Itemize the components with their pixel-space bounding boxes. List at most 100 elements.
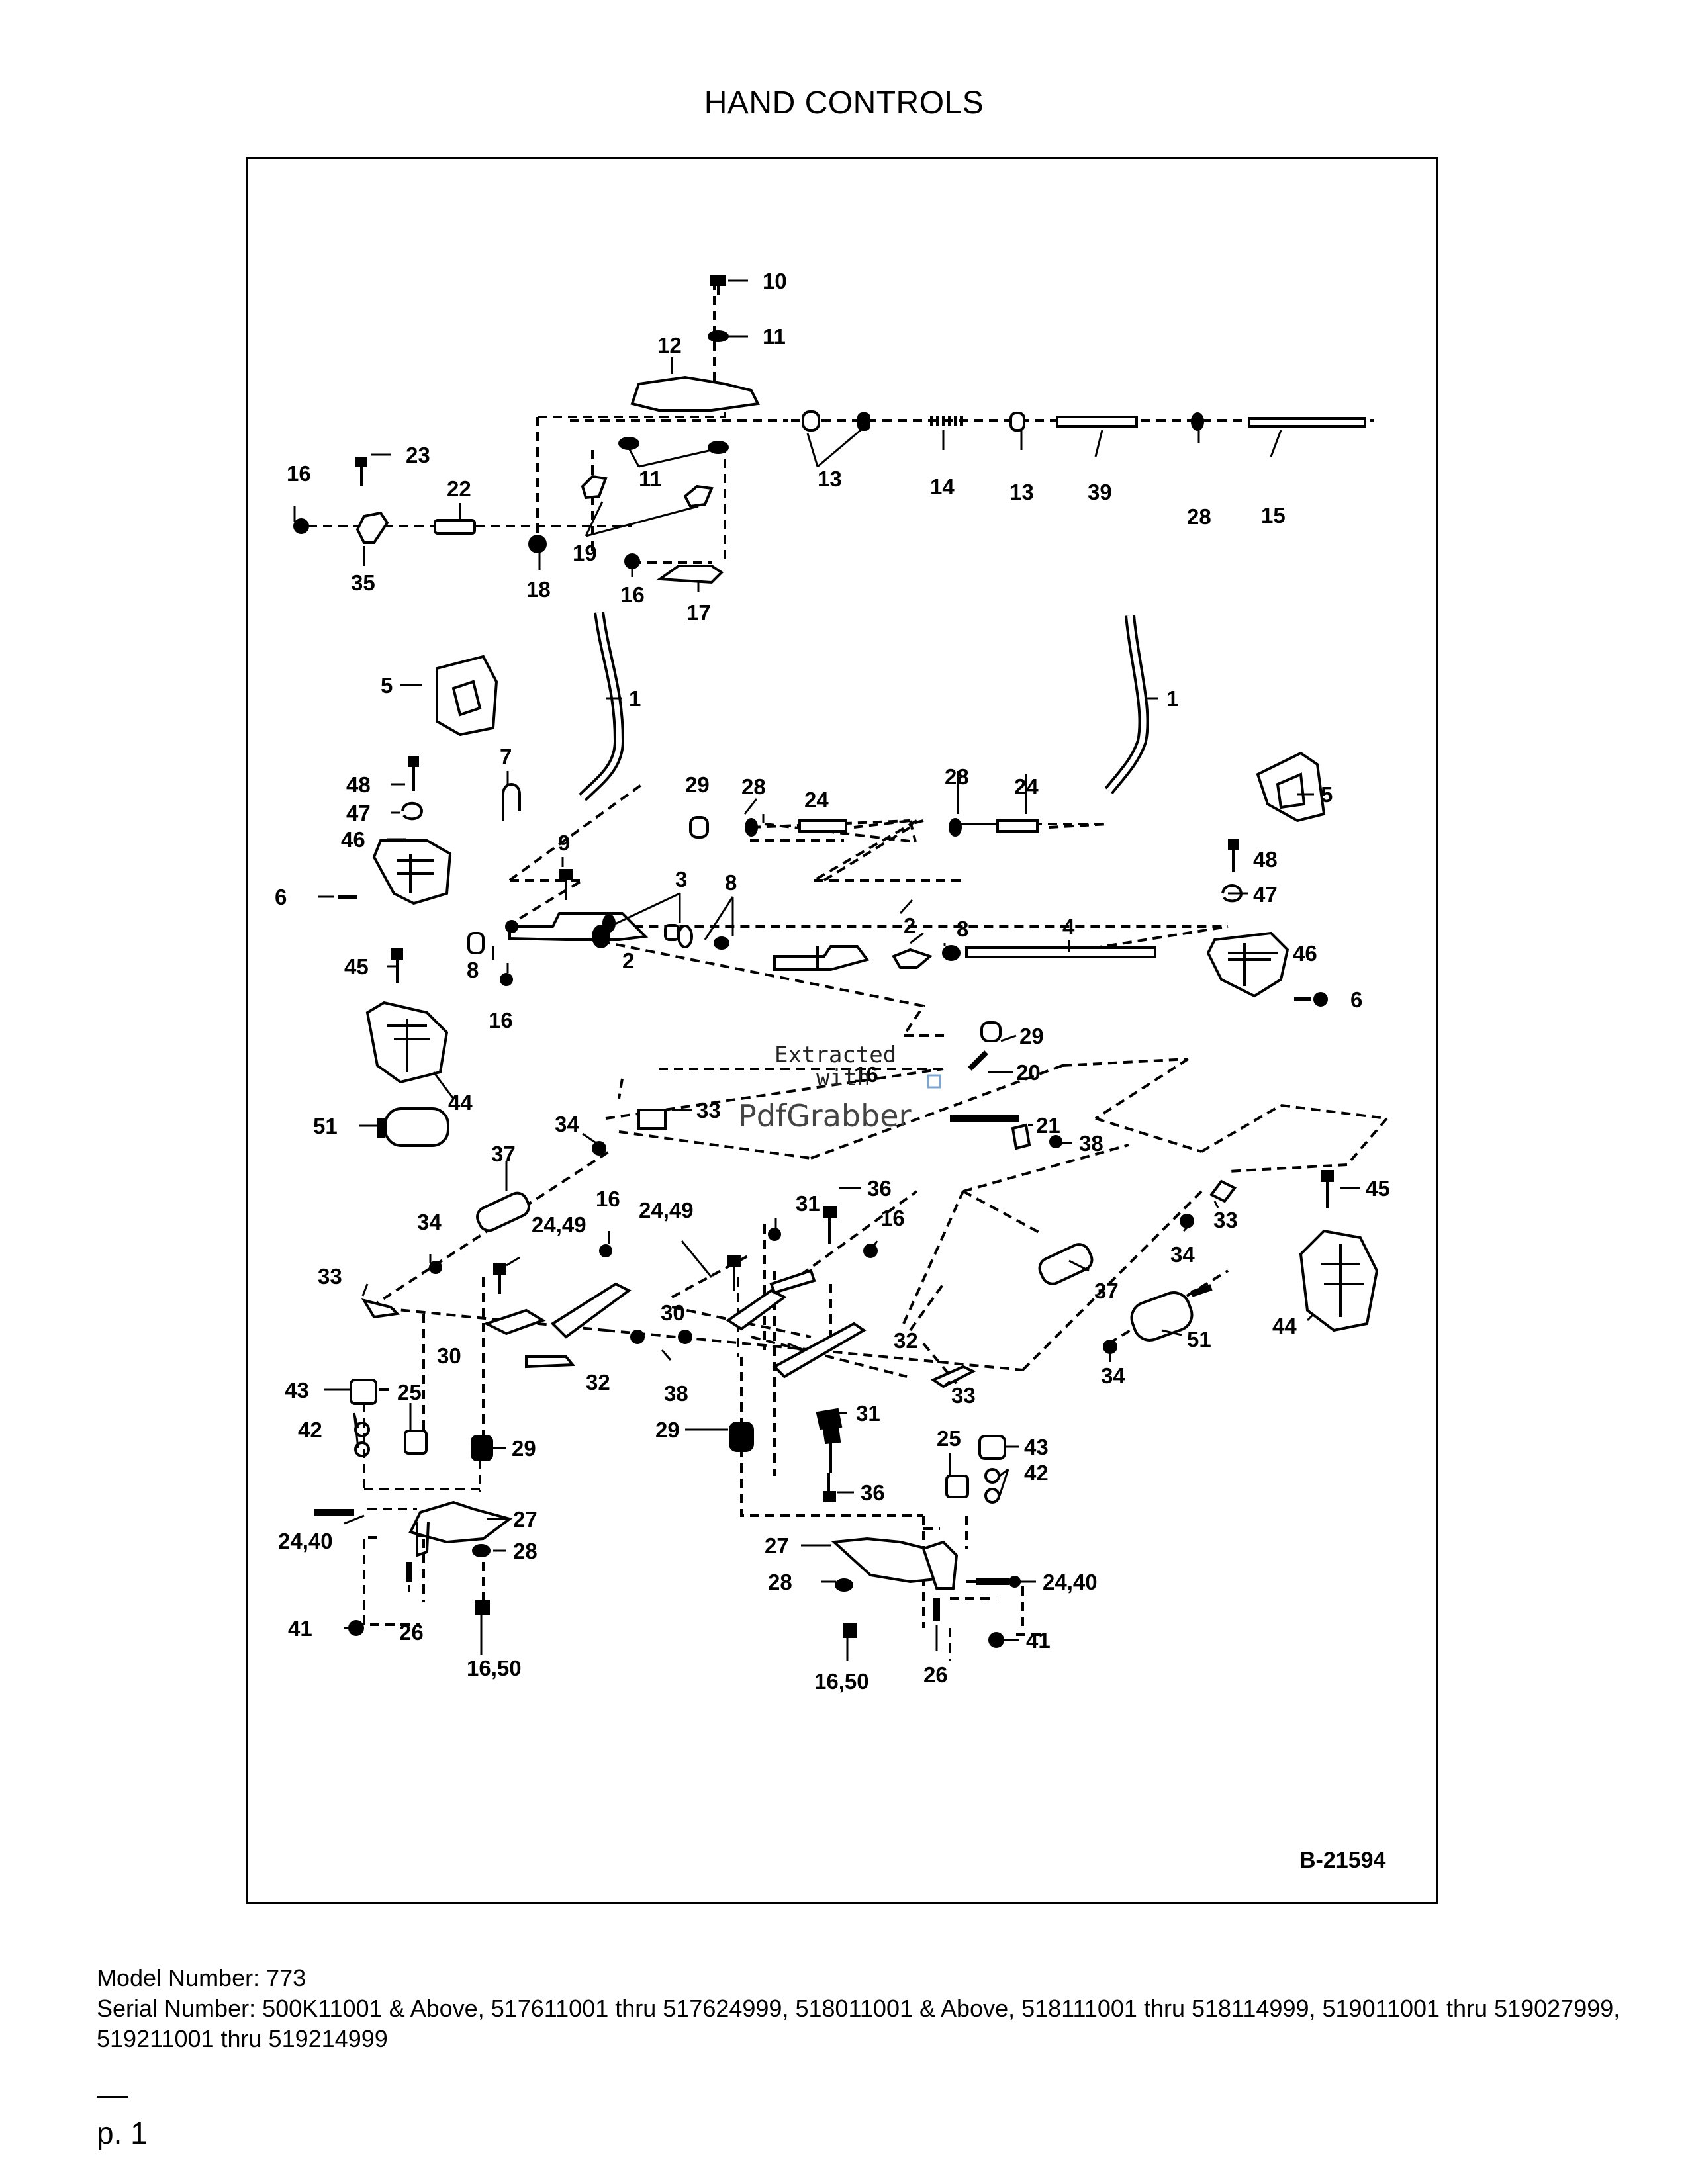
- callout-label: 38: [1079, 1131, 1103, 1156]
- callout-label: 11: [763, 324, 786, 349]
- callout-label: 31: [796, 1191, 820, 1216]
- callout-label: 41: [288, 1616, 312, 1641]
- callout-label: 22: [447, 477, 471, 501]
- callout-label: 12: [657, 333, 682, 357]
- callout-label: 44: [1272, 1314, 1297, 1338]
- watermark: Extracted with PdfGrabber: [738, 1042, 941, 1134]
- callout-label: 10: [763, 269, 787, 293]
- page-title: HAND CONTROLS: [704, 85, 984, 120]
- callout-label: 4: [1062, 915, 1075, 939]
- callout-label: 32: [586, 1370, 610, 1394]
- callout-label: 24: [1014, 774, 1039, 799]
- callout-label: 31: [856, 1401, 880, 1426]
- callout-label: 42: [1024, 1461, 1049, 1485]
- callout-label: 42: [298, 1418, 322, 1442]
- callout-label: 17: [686, 600, 711, 625]
- callout-label: 13: [1009, 480, 1034, 504]
- callout-label: 1: [1166, 686, 1178, 711]
- callout-label: 6: [1350, 987, 1362, 1012]
- callout-label: 2: [622, 948, 634, 973]
- callout-label: 8: [957, 917, 968, 941]
- callout-label: 16: [880, 1206, 905, 1230]
- callout-label: 6: [275, 885, 287, 909]
- callout-label: 24,40: [1043, 1570, 1098, 1594]
- callout-label: 51: [1187, 1327, 1211, 1351]
- callout-label: 16: [620, 582, 645, 607]
- callout-label: 5: [381, 673, 393, 698]
- callout-label: 38: [664, 1381, 688, 1406]
- callout-label: 15: [1261, 503, 1286, 527]
- footer-rule: [97, 2096, 128, 2098]
- callout-label: 34: [417, 1210, 442, 1234]
- callout-label: 8: [467, 958, 479, 982]
- callout-label: 28: [513, 1539, 538, 1563]
- callout-label: 47: [346, 801, 371, 825]
- exploded-view-drawing: 10 11 12 11 13 14 13 39 28 15 16 23 22 3…: [275, 269, 1390, 1873]
- callout-label: 48: [1253, 847, 1278, 872]
- callout-label: 18: [526, 577, 551, 602]
- callout-label: 13: [818, 467, 842, 491]
- callout-label: 37: [1094, 1279, 1119, 1303]
- callout-label: 34: [1101, 1363, 1125, 1388]
- callout-label: 16: [287, 461, 311, 486]
- callout-label: 28: [945, 764, 969, 789]
- callout-label: 24,49: [639, 1198, 694, 1222]
- callout-label: 46: [1293, 941, 1317, 966]
- callout-label: 32: [894, 1328, 918, 1353]
- callout-label: 34: [1170, 1242, 1195, 1267]
- callout-label: 51: [313, 1114, 338, 1138]
- callout-label: 16,50: [467, 1656, 522, 1680]
- serial-numbers: Serial Number: 500K11001 & Above, 517611…: [97, 1995, 1620, 2052]
- callout-label: 14: [930, 475, 955, 499]
- callout-label: 29: [512, 1436, 536, 1461]
- callout-label: 2: [904, 913, 915, 938]
- callout-label: 16,50: [814, 1669, 869, 1694]
- diagram-reference: B-21594: [1299, 1848, 1386, 1873]
- callout-label: 33: [1213, 1208, 1238, 1232]
- callout-label: 30: [437, 1343, 461, 1368]
- callout-label: 28: [1187, 504, 1211, 529]
- parts-diagram: 10 11 12 11 13 14 13 39 28 15 16 23 22 3…: [246, 157, 1438, 1904]
- callout-label: 41: [1026, 1628, 1051, 1653]
- callout-label: 3: [675, 867, 687, 891]
- callout-label: 36: [867, 1176, 892, 1201]
- callout-label: 33: [951, 1383, 976, 1408]
- callout-label: 43: [1024, 1435, 1049, 1459]
- callout-label: 20: [1016, 1060, 1041, 1085]
- callout-label: 39: [1088, 480, 1112, 504]
- watermark-line: with: [816, 1065, 870, 1091]
- callout-label: 8: [725, 870, 737, 895]
- part-outlines: [293, 275, 1379, 1648]
- callout-label: 45: [1366, 1176, 1390, 1201]
- callout-label: 1: [629, 686, 641, 711]
- callout-label: 16: [854, 1062, 878, 1087]
- callout-label: 33: [696, 1098, 721, 1122]
- callout-label: 43: [285, 1378, 309, 1402]
- callout-label: 24: [804, 788, 829, 812]
- callout-label: 37: [491, 1142, 516, 1166]
- callout-label: 29: [685, 772, 710, 797]
- callout-label: 16: [596, 1187, 620, 1211]
- callout-label: 48: [346, 772, 371, 797]
- callout-label: 7: [500, 745, 512, 769]
- callout-label: 33: [318, 1264, 342, 1289]
- callout-label: 5: [1321, 782, 1333, 807]
- watermark-brand: PdfGrabber: [738, 1098, 912, 1134]
- callout-label: 26: [923, 1662, 948, 1687]
- callout-label: 27: [765, 1533, 789, 1558]
- footer: Model Number: 773 Serial Number: 500K110…: [97, 1963, 1652, 2054]
- callout-label: 35: [351, 570, 375, 595]
- callout-label: 11: [639, 467, 662, 491]
- callout-label: 47: [1253, 882, 1278, 907]
- watermark-line: Extracted: [774, 1042, 896, 1068]
- callout-label: 27: [513, 1507, 538, 1531]
- callout-label: 16: [489, 1008, 513, 1032]
- callout-label: 25: [397, 1380, 422, 1404]
- watermark-logo-icon: [927, 1074, 941, 1089]
- callout-label: 28: [741, 774, 766, 799]
- callout-label: 46: [341, 827, 365, 852]
- callout-label: 21: [1036, 1113, 1060, 1138]
- callout-label: 34: [555, 1112, 579, 1136]
- callout-label: 24,40: [278, 1529, 333, 1553]
- callout-label: 28: [768, 1570, 792, 1594]
